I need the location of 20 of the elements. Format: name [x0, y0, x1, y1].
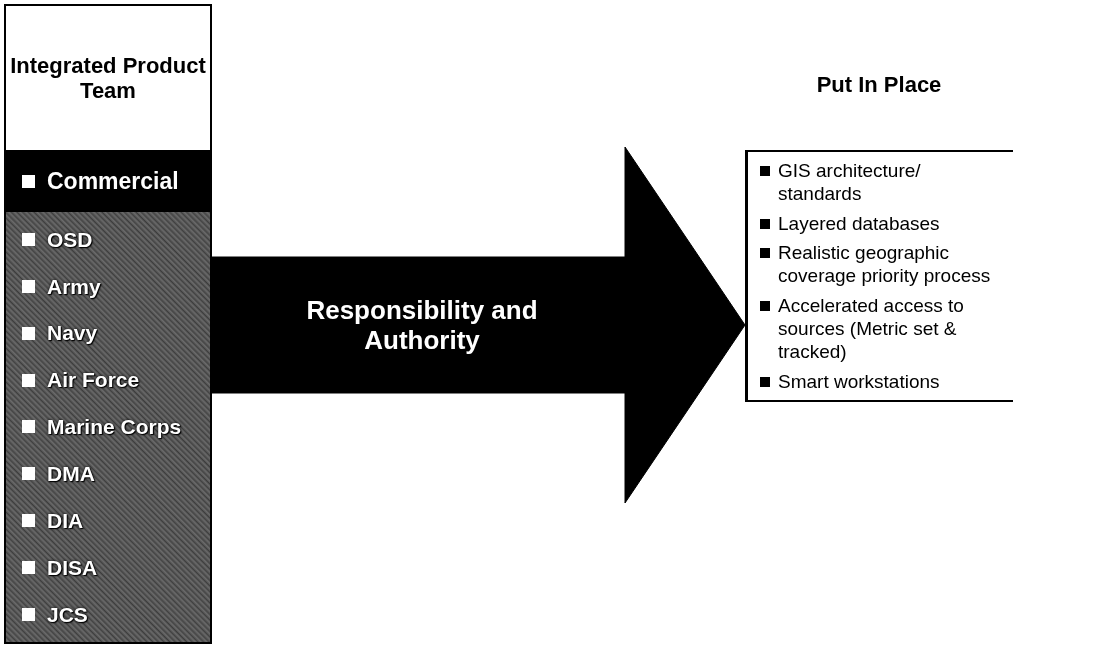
team-member: DMA: [47, 461, 95, 488]
team-member: DIA: [47, 507, 84, 534]
team-member: Navy: [47, 320, 98, 347]
list-item: Accelerated access to sources (Metric set & tracked): [778, 294, 965, 364]
team-member: Air Force: [47, 367, 140, 394]
team-member: JCS: [47, 601, 88, 628]
list-item: Layered databases: [778, 211, 940, 235]
team-member: Marine Corps: [47, 414, 182, 441]
list-item: GIS architecture/ standards: [778, 159, 922, 206]
list-item: Smart workstations: [778, 369, 940, 393]
list-item: Realistic geographic coverage priority process: [778, 241, 992, 288]
panel-heading: Integrated Product Team: [9, 53, 207, 103]
block-arrow: [211, 146, 746, 504]
edge-label: Responsibility and Authority: [305, 295, 539, 355]
team-panel: [4, 4, 212, 644]
team-member: Commercial: [47, 166, 179, 196]
team-member: Army: [47, 273, 101, 300]
box-heading: Put In Place: [816, 71, 942, 99]
team-member: DISA: [47, 554, 98, 581]
team-member: OSD: [47, 226, 93, 253]
